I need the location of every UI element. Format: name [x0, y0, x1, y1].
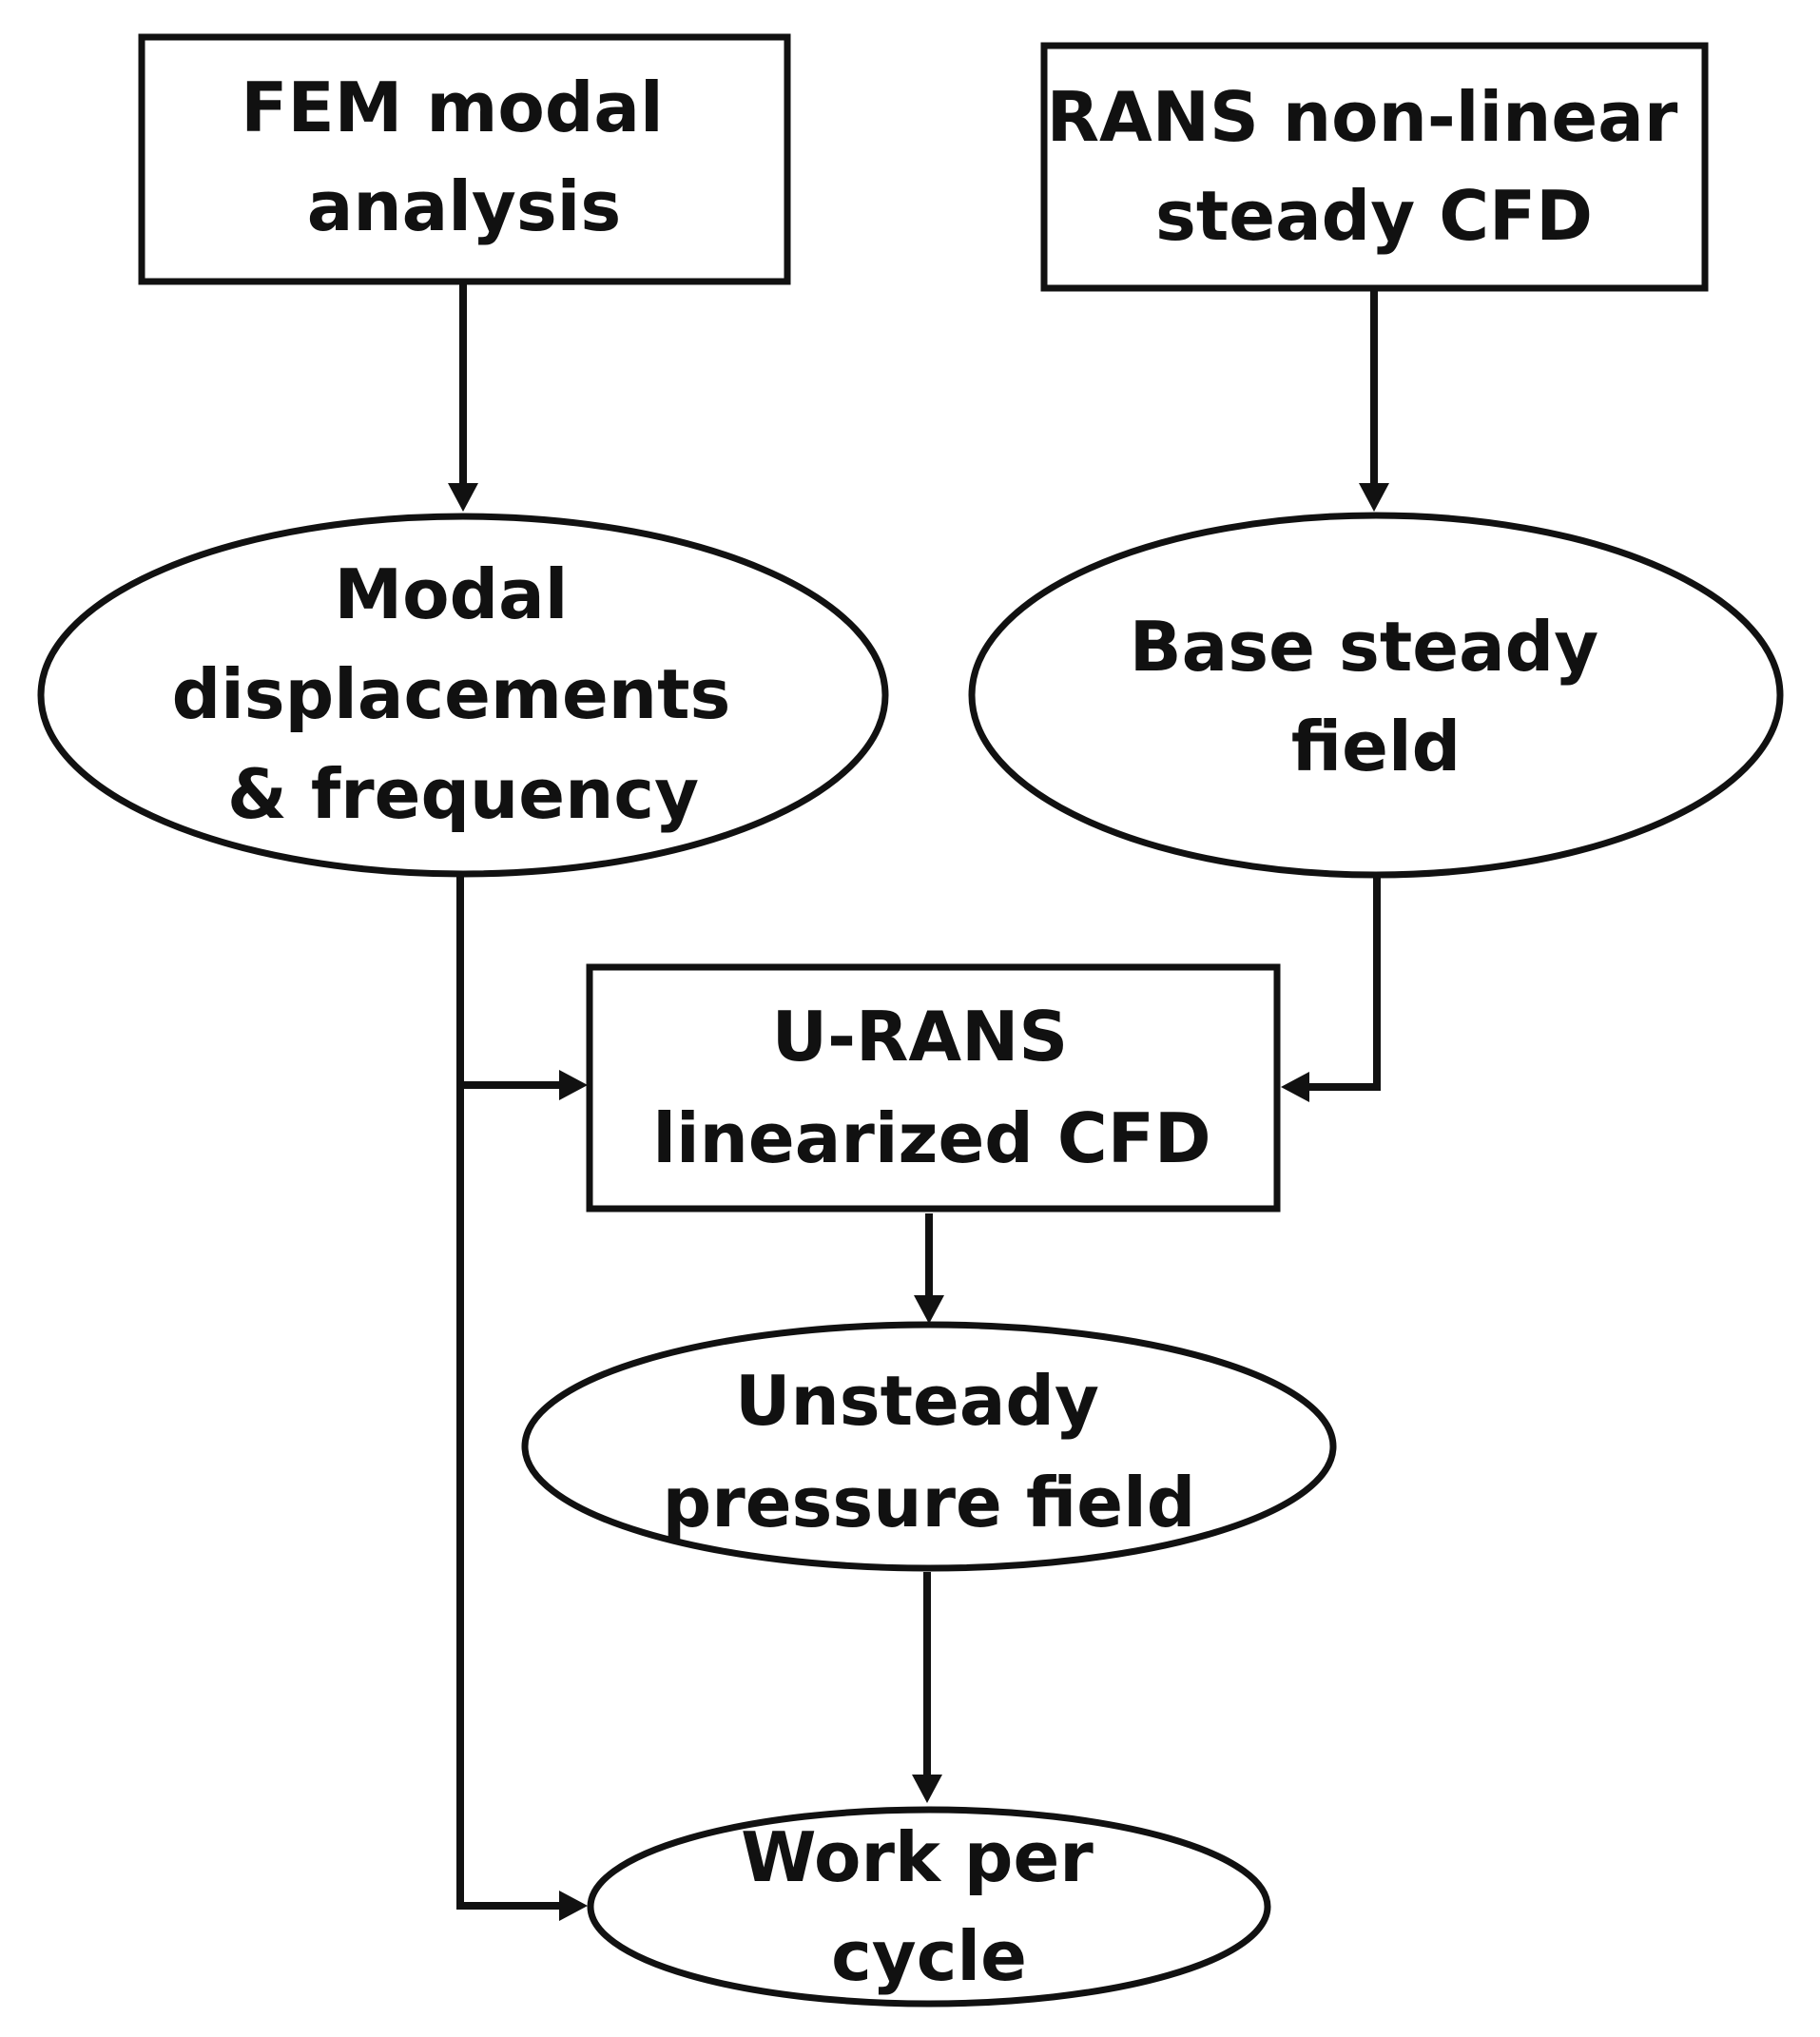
fem-modal-analysis-line-2: analysis — [307, 166, 621, 246]
modal-displacements-line-2: displacements — [172, 654, 731, 734]
unsteady-pressure-field-line-1: Unsteady — [735, 1361, 1099, 1441]
base-steady-field-line-2: field — [1291, 707, 1461, 786]
rans-steady-cfd-line-2: steady CFD — [1155, 176, 1593, 256]
arrowhead-work-top — [912, 1775, 942, 1803]
node-fem-modal-analysis: FEM modal analysis — [138, 33, 791, 285]
fem-modal-analysis-box — [138, 33, 791, 285]
urans-linearized-cfd-line-2: linearized CFD — [652, 1098, 1210, 1178]
node-work-per-cycle: Work per cycle — [587, 1806, 1271, 2008]
rans-steady-cfd-box — [1040, 42, 1709, 292]
base-steady-field-label: Base steady field — [1130, 607, 1622, 786]
edge-modal-displacements-to-work — [456, 1085, 561, 1910]
node-rans-steady-cfd: RANS non-linear steady CFD — [1040, 42, 1709, 292]
work-per-cycle-line-2: cycle — [831, 1916, 1027, 1996]
unsteady-pressure-field-label: Unsteady pressure field — [663, 1361, 1196, 1542]
fem-modal-analysis-label: FEM modal analysis — [241, 68, 687, 246]
node-modal-displacements: Modal displacements & frequency — [37, 513, 889, 878]
unsteady-pressure-field-line-2: pressure field — [663, 1463, 1196, 1542]
edges — [448, 281, 1389, 1921]
node-base-steady-field: Base steady field — [968, 512, 1784, 879]
work-per-cycle-ellipse — [587, 1806, 1271, 2008]
modal-displacements-label: Modal displacements & frequency — [172, 554, 755, 834]
urans-linearized-cfd-label: U-RANS linearized CFD — [652, 997, 1210, 1178]
modal-displacements-line-3: & frequency — [227, 754, 699, 834]
arrowhead-unsteady-pressure — [914, 1295, 944, 1324]
modal-displacements-ellipse — [37, 513, 889, 878]
work-per-cycle-label: Work per cycle — [741, 1817, 1117, 1996]
urans-linearized-cfd-line-1: U-RANS — [772, 997, 1069, 1077]
base-steady-field-line-1: Base steady — [1130, 607, 1598, 687]
node-urans-linearized-cfd: U-RANS linearized CFD — [586, 963, 1281, 1212]
urans-linearized-cfd-box — [586, 963, 1281, 1212]
arrowhead-base-steady-field — [1359, 483, 1389, 512]
node-unsteady-pressure-field: Unsteady pressure field — [521, 1321, 1337, 1572]
nodes: FEM modal analysis RANS non-linear stead… — [37, 33, 1784, 2008]
rans-steady-cfd-line-1: RANS non-linear — [1047, 77, 1678, 157]
base-steady-field-ellipse — [968, 512, 1784, 879]
rans-steady-cfd-label: RANS non-linear steady CFD — [1047, 77, 1702, 256]
modal-displacements-line-1: Modal — [335, 554, 569, 634]
edge-modal-displacements-to-urans — [456, 877, 561, 1089]
fem-modal-analysis-line-1: FEM modal — [241, 68, 663, 147]
arrowhead-urans-right — [1281, 1072, 1309, 1102]
work-per-cycle-line-1: Work per — [741, 1817, 1094, 1897]
arrowhead-work-left — [559, 1891, 588, 1921]
unsteady-pressure-field-ellipse — [521, 1321, 1337, 1572]
edge-base-steady-field-to-urans — [1307, 878, 1381, 1091]
arrowhead-modal-displacements — [448, 483, 478, 512]
arrowhead-urans-left — [559, 1070, 588, 1100]
